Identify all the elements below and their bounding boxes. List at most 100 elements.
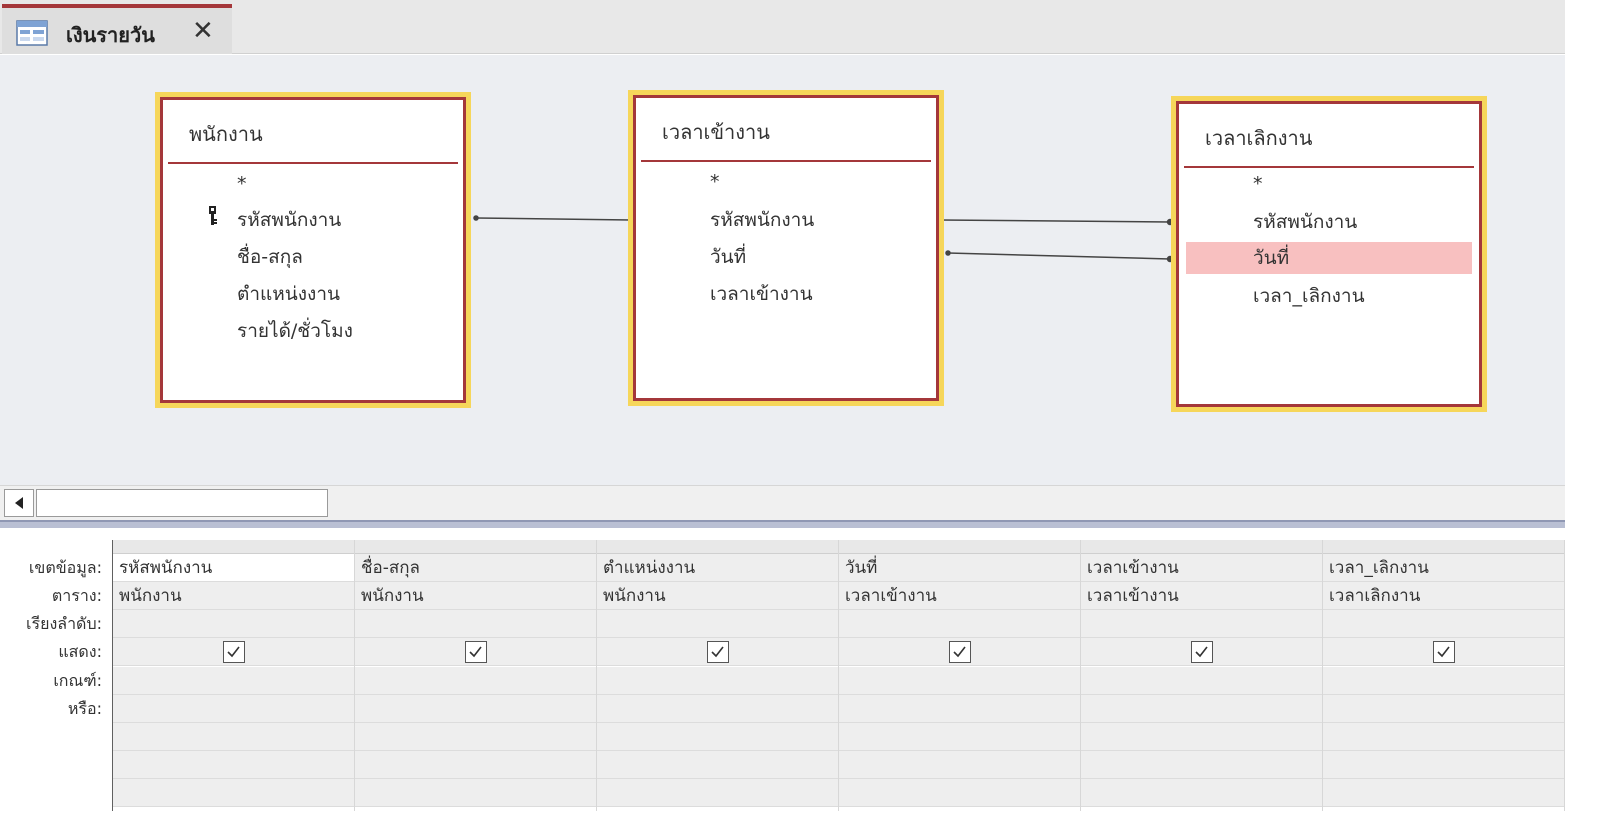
grid-empty-cell[interactable] (1323, 779, 1564, 807)
column-selector[interactable] (355, 540, 596, 554)
grid-field-cell[interactable]: เวลาเข้างาน (1081, 554, 1322, 582)
grid-show-cell[interactable] (113, 638, 354, 666)
grid-criteria-cell[interactable] (113, 667, 354, 695)
field-check-in-time[interactable]: เวลาเข้างาน (710, 283, 813, 305)
grid-table-cell[interactable]: เวลาเข้างาน (1081, 582, 1322, 610)
grid-show-cell[interactable] (839, 638, 1080, 666)
field-employee-id[interactable]: รหัสพนักงาน (710, 209, 815, 231)
grid-field-cell[interactable]: รหัสพนักงาน (113, 554, 354, 582)
grid-sort-cell[interactable] (1081, 610, 1322, 638)
grid-table-cell[interactable]: พนักงาน (355, 582, 596, 610)
grid-or-cell[interactable] (1323, 695, 1564, 723)
field-all[interactable]: * (237, 173, 247, 195)
grid-field-cell[interactable]: เวลา_เลิกงาน (1323, 554, 1564, 582)
grid-or-cell[interactable] (839, 695, 1080, 723)
grid-empty-cell[interactable] (355, 723, 596, 751)
grid-table-cell[interactable]: พนักงาน (597, 582, 838, 610)
grid-criteria-cell[interactable] (1323, 667, 1564, 695)
field-date[interactable]: วันที่ (710, 246, 747, 268)
field-hourly-income[interactable]: รายได้/ชั่วโมง (237, 320, 353, 342)
grid-empty-cell[interactable] (355, 779, 596, 807)
grid-empty-cell[interactable] (597, 751, 838, 779)
join-line (475, 217, 632, 221)
field-position[interactable]: ตำแหน่งงาน (237, 283, 340, 305)
column-selector[interactable] (839, 540, 1080, 554)
grid-column: รหัสพนักงานพนักงาน (113, 540, 355, 811)
scroll-left-button[interactable] (4, 489, 34, 517)
grid-empty-cell[interactable] (1323, 751, 1564, 779)
grid-criteria-cell[interactable] (355, 667, 596, 695)
column-selector[interactable] (1081, 540, 1322, 554)
join-line (947, 252, 1171, 260)
table-employee[interactable]: พนักงาน * รหัสพนักงาน ชื่อ-สกุล ตำแหน่งง… (160, 97, 466, 403)
grid-criteria-cell[interactable] (1081, 667, 1322, 695)
grid-sort-cell[interactable] (113, 610, 354, 638)
grid-empty-cell[interactable] (1081, 779, 1322, 807)
table-check-out[interactable]: เวลาเลิกงาน * รหัสพนักงาน วันที่ เวลา_เล… (1176, 101, 1482, 407)
triangle-left-icon (15, 497, 23, 509)
table-title: เวลาเลิกงาน (1205, 126, 1313, 150)
grid-show-cell[interactable] (355, 638, 596, 666)
close-icon[interactable]: ✕ (192, 16, 214, 46)
grid-or-cell[interactable] (355, 695, 596, 723)
grid-criteria-cell[interactable] (839, 667, 1080, 695)
grid-empty-cell[interactable] (113, 751, 354, 779)
grid-empty-cell[interactable] (597, 723, 838, 751)
show-checkbox[interactable] (707, 641, 729, 663)
grid-table-cell[interactable]: เวลาเข้างาน (839, 582, 1080, 610)
column-selector[interactable] (1323, 540, 1564, 554)
grid-empty-cell[interactable] (1081, 723, 1322, 751)
show-checkbox[interactable] (465, 641, 487, 663)
grid-show-cell[interactable] (1081, 638, 1322, 666)
field-check-out-time[interactable]: เวลา_เลิกงาน (1253, 285, 1365, 307)
grid-empty-cell[interactable] (355, 751, 596, 779)
field-date-selected[interactable]: วันที่ (1186, 242, 1472, 274)
grid-empty-cell[interactable] (1081, 751, 1322, 779)
grid-show-cell[interactable] (1323, 638, 1564, 666)
field-full-name[interactable]: ชื่อ-สกุล (237, 246, 303, 268)
grid-sort-cell[interactable] (355, 610, 596, 638)
show-checkbox[interactable] (949, 641, 971, 663)
grid-empty-cell[interactable] (113, 779, 354, 807)
pane-splitter[interactable] (0, 520, 1565, 528)
table-title-divider (168, 162, 458, 164)
table-design-area: พนักงาน * รหัสพนักงาน ชื่อ-สกุล ตำแหน่งง… (0, 55, 1565, 485)
field-all[interactable]: * (710, 171, 720, 193)
grid-field-cell[interactable]: ตำแหน่งงาน (597, 554, 838, 582)
grid-empty-cell[interactable] (839, 779, 1080, 807)
grid-empty-cell[interactable] (839, 723, 1080, 751)
column-selector[interactable] (113, 540, 354, 554)
grid-table-cell[interactable]: เวลาเลิกงาน (1323, 582, 1564, 610)
grid-empty-cell[interactable] (839, 751, 1080, 779)
grid-or-cell[interactable] (597, 695, 838, 723)
column-selector[interactable] (597, 540, 838, 554)
field-employee-id[interactable]: รหัสพนักงาน (1253, 211, 1358, 233)
grid-or-cell[interactable] (113, 695, 354, 723)
grid-sort-cell[interactable] (1323, 610, 1564, 638)
grid-field-cell[interactable]: วันที่ (839, 554, 1080, 582)
join-line (939, 219, 1171, 223)
grid-empty-cell[interactable] (1323, 723, 1564, 751)
document-tab[interactable]: เงินรายวัน ✕ (2, 4, 232, 54)
scroll-thumb[interactable] (36, 489, 328, 517)
field-employee-id[interactable]: รหัสพนักงาน (237, 209, 342, 231)
table-title: เวลาเข้างาน (662, 120, 770, 144)
show-checkbox[interactable] (1191, 641, 1213, 663)
grid-empty-cell[interactable] (113, 723, 354, 751)
grid-table-cell[interactable]: พนักงาน (113, 582, 354, 610)
grid-field-cell[interactable]: ชื่อ-สกุล (355, 554, 596, 582)
show-checkbox[interactable] (1433, 641, 1455, 663)
table-check-in[interactable]: เวลาเข้างาน * รหัสพนักงาน วันที่ เวลาเข้… (633, 95, 939, 401)
grid-sort-cell[interactable] (597, 610, 838, 638)
grid-criteria-cell[interactable] (597, 667, 838, 695)
show-checkbox[interactable] (223, 641, 245, 663)
grid-row-labels: เขตข้อมูล: ตาราง: เรียงลำดับ: แสดง: เกณฑ… (0, 528, 112, 811)
field-all[interactable]: * (1253, 173, 1263, 195)
row-label-or: หรือ: (67, 699, 102, 718)
grid-empty-cell[interactable] (597, 779, 838, 807)
design-horizontal-scrollbar[interactable] (0, 485, 1565, 520)
grid-sort-cell[interactable] (839, 610, 1080, 638)
grid-or-cell[interactable] (1081, 695, 1322, 723)
grid-show-cell[interactable] (597, 638, 838, 666)
grid-column: ชื่อ-สกุลพนักงาน (355, 540, 597, 811)
